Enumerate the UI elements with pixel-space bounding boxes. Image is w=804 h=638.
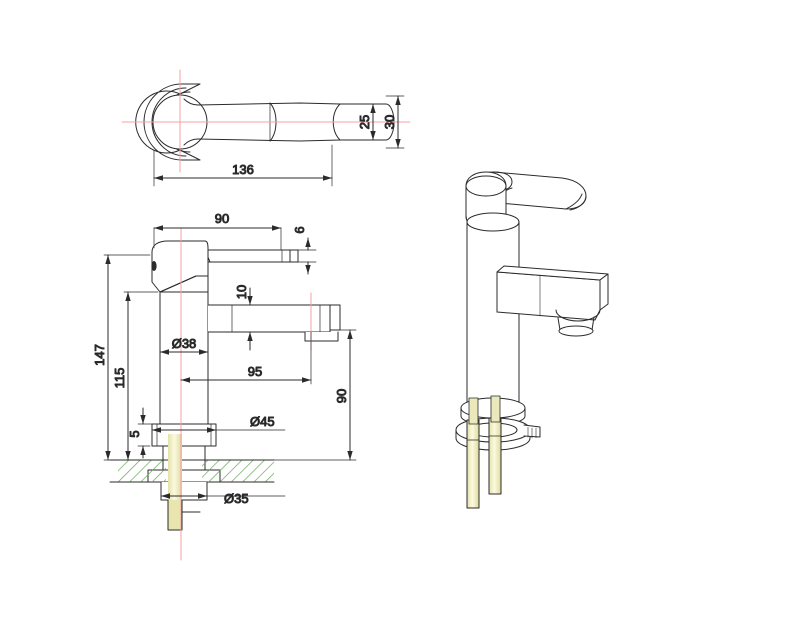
dim-label-95: 95 xyxy=(248,364,262,379)
dim-handle-clearance xyxy=(289,237,317,275)
dim-label-d45: Ø45 xyxy=(250,414,275,429)
dim-body-height xyxy=(123,291,159,461)
dim-lever-length xyxy=(153,144,333,187)
dim-lever-width-25 xyxy=(339,103,381,141)
dim-label-30: 30 xyxy=(382,115,397,129)
iso-supply-tubes xyxy=(466,395,502,509)
dim-label-90-side: 90 xyxy=(334,389,349,403)
dim-label-10: 10 xyxy=(234,285,249,299)
counter-section-hatch xyxy=(109,459,275,483)
iso-view-faucet xyxy=(455,171,609,451)
dim-label-d35: Ø35 xyxy=(224,491,249,506)
dim-label-115: 115 xyxy=(112,368,127,389)
dim-label-6: 6 xyxy=(292,226,307,233)
dim-label-5: 5 xyxy=(127,430,142,437)
dim-lever-width-30 xyxy=(385,95,405,149)
dim-label-90-top: 90 xyxy=(215,211,229,226)
dim-spout-reach-top xyxy=(153,225,282,251)
dim-total-height xyxy=(103,254,151,461)
dim-label-136: 136 xyxy=(232,162,254,177)
dim-flange-height xyxy=(137,407,153,459)
dim-label-25: 25 xyxy=(357,115,372,129)
dim-label-d38: Ø38 xyxy=(172,336,197,351)
dim-label-147: 147 xyxy=(92,344,107,366)
front-view-faucet xyxy=(147,240,341,513)
dim-spout-reach xyxy=(180,331,312,385)
dim-spout-height xyxy=(273,329,357,461)
top-view-centerlines xyxy=(121,69,411,173)
supply-tube xyxy=(167,434,183,531)
